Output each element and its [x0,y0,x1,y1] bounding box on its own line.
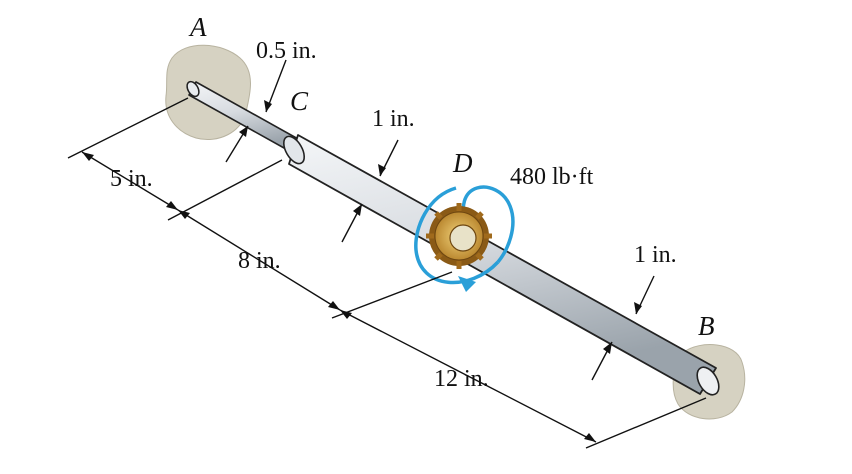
point-c-label: C [290,86,309,116]
torque-arrow-back [461,185,515,264]
length-ac-label: 5 in. [110,166,153,192]
diameter-db-label: 1 in. [634,242,677,268]
shaft-end-b [696,366,720,396]
length-cd-label: 8 in. [238,248,281,274]
torque-label: 480 lb·ft [510,164,594,190]
torque-arrowhead [458,276,476,292]
length-db-label: 12 in. [434,366,489,392]
shaft-step-c [282,135,306,165]
shaft-end-a [186,80,200,98]
point-a-label: A [188,12,207,42]
torque-arrow [414,186,500,285]
diameter-cd-label: 1 in. [372,106,415,132]
point-b-label: B [698,311,715,341]
gear-d [426,203,492,269]
diameter-ac-label: 0.5 in. [256,38,317,64]
point-d-label: D [452,148,473,178]
